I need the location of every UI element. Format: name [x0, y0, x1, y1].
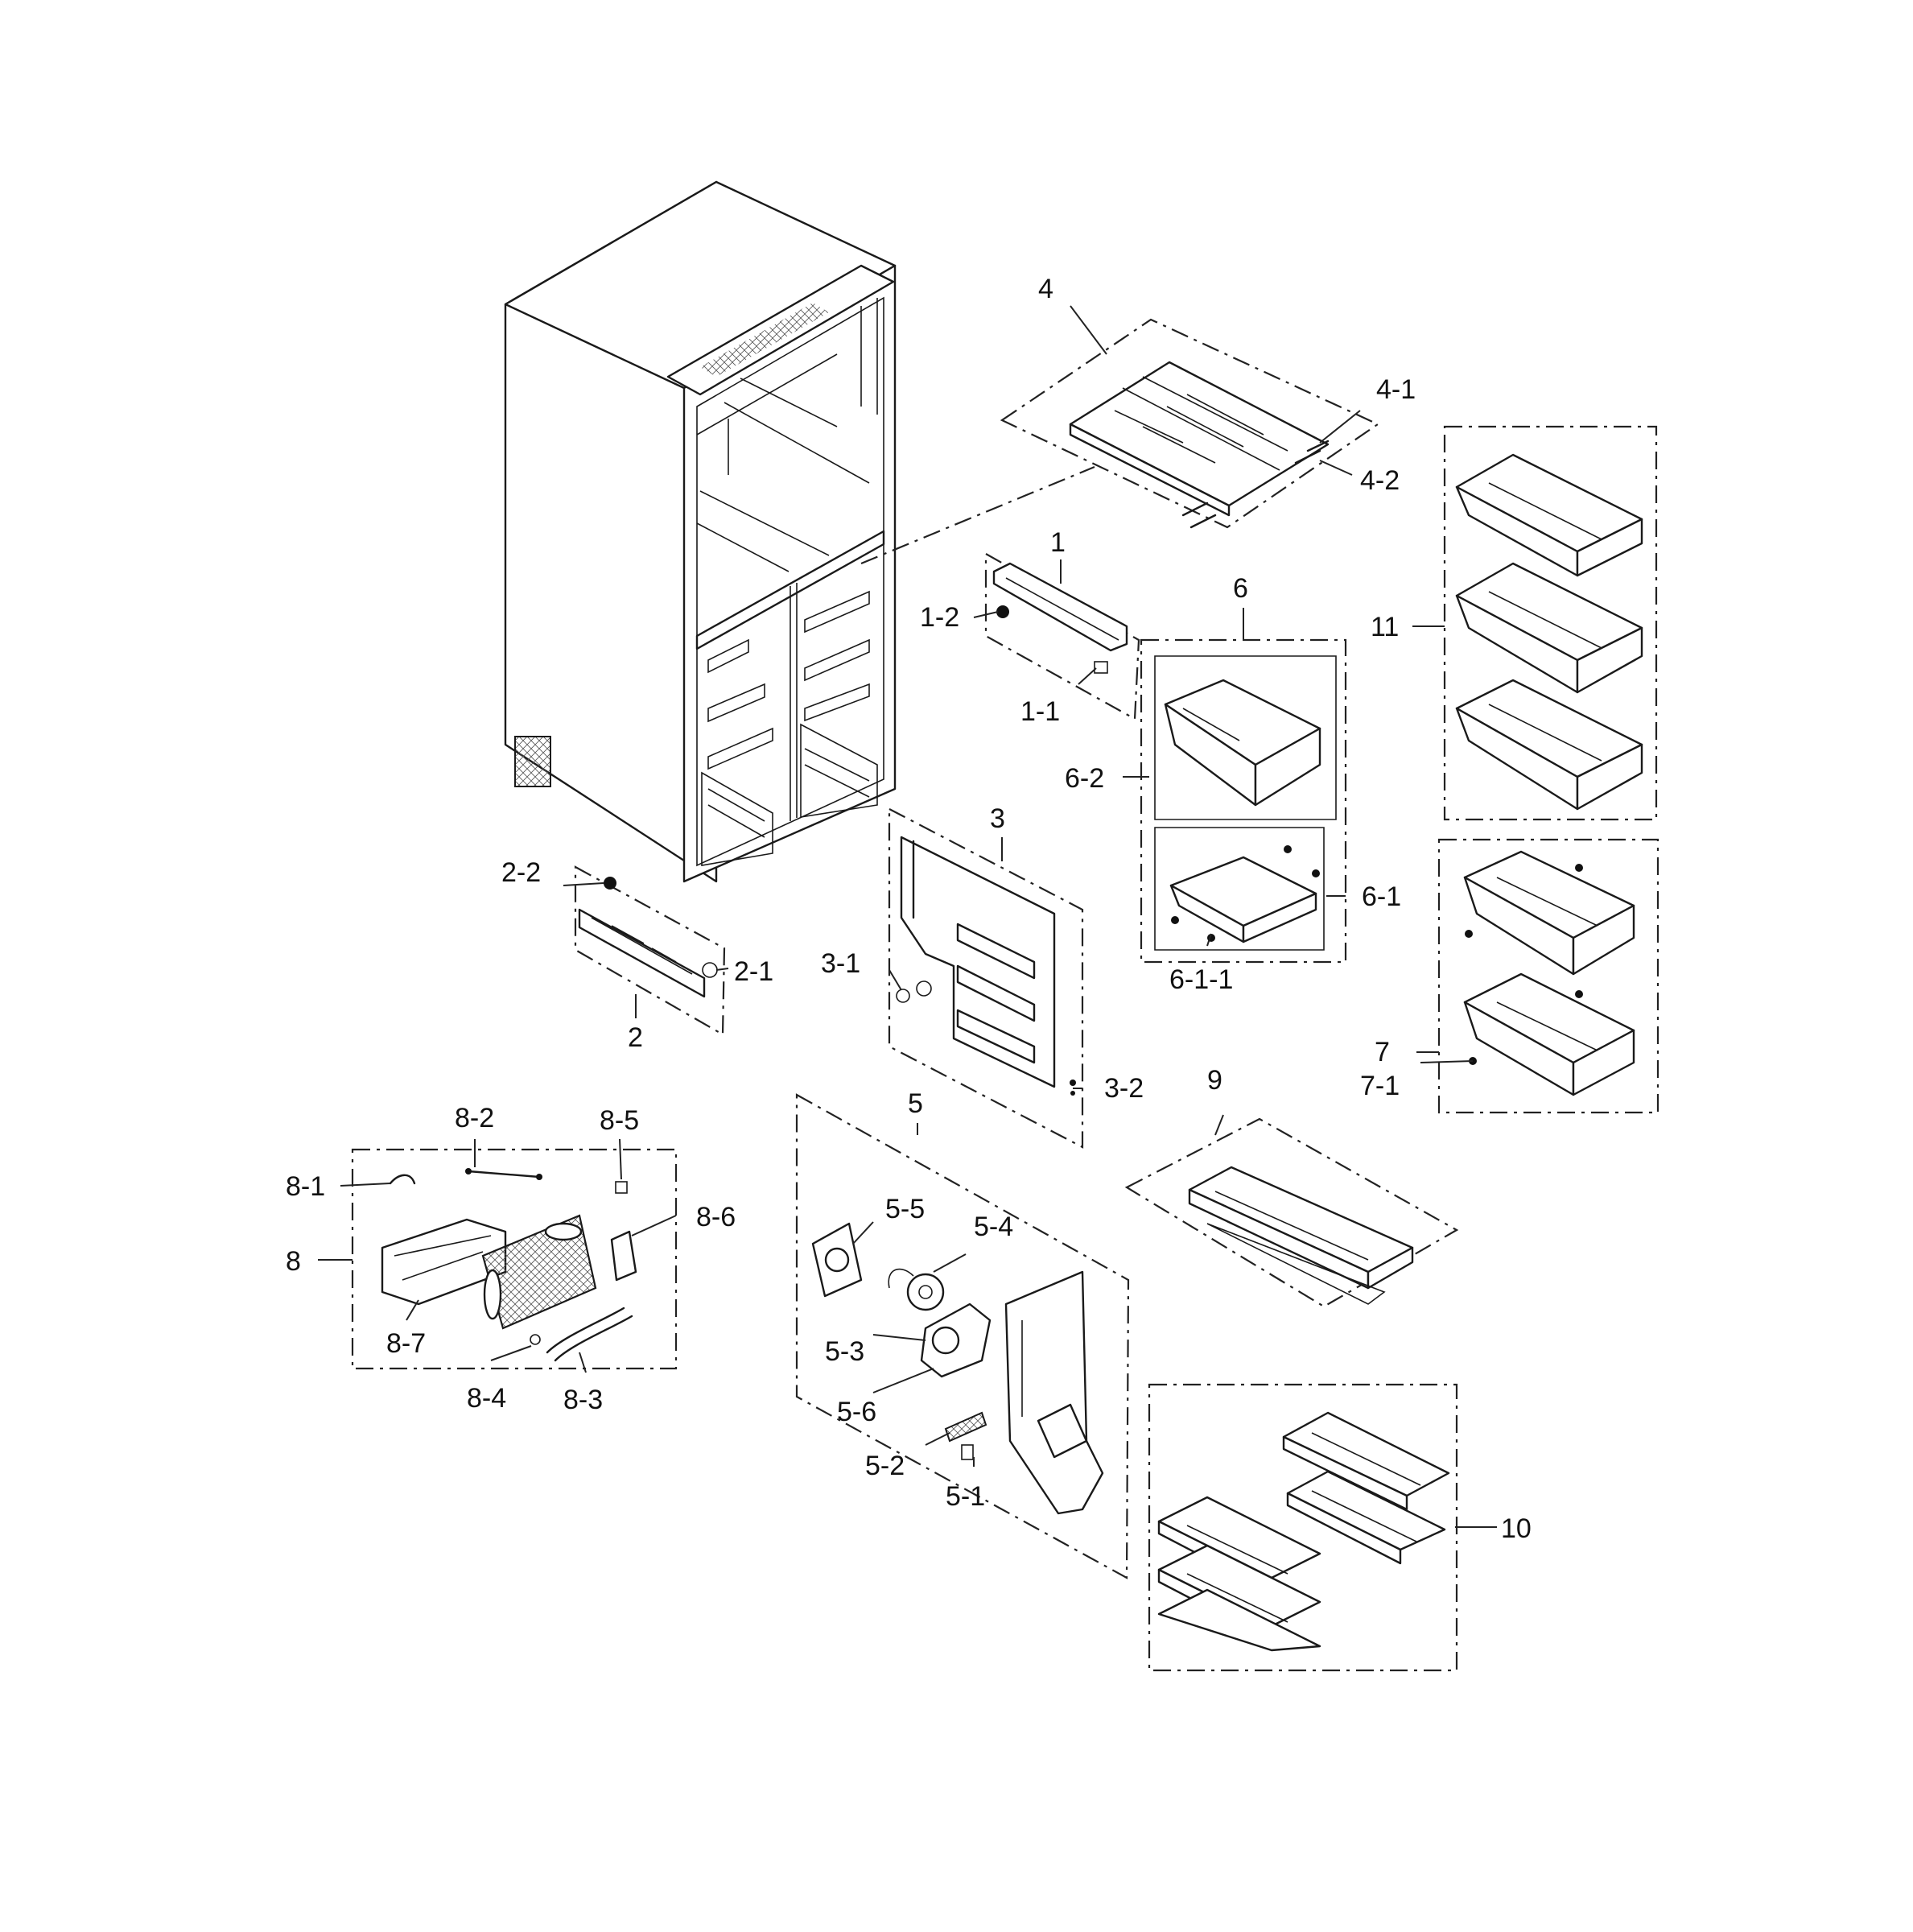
callout-9: 9: [1207, 1065, 1222, 1096]
callout-4: 4: [1038, 274, 1053, 304]
refrigerator-cabinet[interactable]: [504, 180, 897, 883]
rail-clip: [1094, 661, 1108, 674]
side-vent-grille: [514, 736, 551, 787]
callout-8-5: 8-5: [600, 1105, 639, 1136]
callout-8-3: 8-3: [563, 1385, 603, 1415]
callout-10: 10: [1501, 1513, 1532, 1544]
callout-3-1: 3-1: [821, 948, 860, 979]
drawer-assembly-11[interactable]: [1443, 425, 1658, 821]
callout-6: 6: [1233, 573, 1248, 604]
control-panel-assembly-2[interactable]: [574, 865, 726, 1036]
fan-cover-assembly-5[interactable]: [795, 1093, 1130, 1579]
callout-8-7: 8-7: [386, 1328, 426, 1359]
callout-3-2: 3-2: [1104, 1073, 1144, 1104]
callout-6-1-1: 6-1-1: [1169, 964, 1233, 995]
callout-5-5: 5-5: [885, 1194, 925, 1224]
callout-labels: 4 4-1 4-2 1 1-2 1-1 6 6-2 6-1 6-1-1 11 7…: [286, 274, 1532, 1544]
panel-assembly-3[interactable]: [888, 807, 1084, 1149]
callout-2-2: 2-2: [501, 857, 541, 888]
shelf-assembly-10[interactable]: [1148, 1383, 1458, 1672]
callout-6-2: 6-2: [1065, 763, 1104, 794]
rail-cap-dot: [996, 605, 1009, 618]
leader-lines: [318, 305, 1497, 1528]
callout-5-4: 5-4: [974, 1212, 1013, 1242]
rail-assembly-1[interactable]: [984, 552, 1140, 720]
drawer-assembly-7[interactable]: [1437, 838, 1659, 1114]
callout-2: 2: [628, 1022, 643, 1053]
callout-5-6: 5-6: [837, 1397, 876, 1427]
callout-6-1: 6-1: [1362, 881, 1401, 912]
callout-8-4: 8-4: [467, 1383, 506, 1414]
callout-8-2: 8-2: [455, 1103, 494, 1133]
callout-8: 8: [286, 1246, 301, 1277]
callout-5: 5: [908, 1088, 923, 1119]
shelf-assembly-4[interactable]: [1000, 318, 1380, 529]
callout-5-1: 5-1: [946, 1481, 985, 1512]
callout-4-1: 4-1: [1376, 374, 1416, 405]
callout-11: 11: [1371, 612, 1399, 642]
callout-1-1: 1-1: [1020, 696, 1060, 727]
callout-7-1: 7-1: [1360, 1071, 1400, 1101]
callout-5-2: 5-2: [865, 1451, 905, 1481]
drawer-assembly-6[interactable]: [1140, 638, 1347, 964]
callout-8-1: 8-1: [286, 1171, 325, 1202]
tray-assembly-9[interactable]: [1124, 1117, 1459, 1308]
callout-5-3: 5-3: [825, 1336, 864, 1367]
callout-1: 1: [1050, 527, 1066, 558]
callout-1-2: 1-2: [920, 602, 959, 633]
callout-4-2: 4-2: [1360, 465, 1400, 496]
callout-7: 7: [1375, 1037, 1390, 1067]
evaporator-assembly-8[interactable]: [351, 1148, 678, 1370]
callout-2-1: 2-1: [734, 956, 773, 987]
callout-8-6: 8-6: [696, 1202, 736, 1232]
callout-3: 3: [990, 803, 1005, 834]
